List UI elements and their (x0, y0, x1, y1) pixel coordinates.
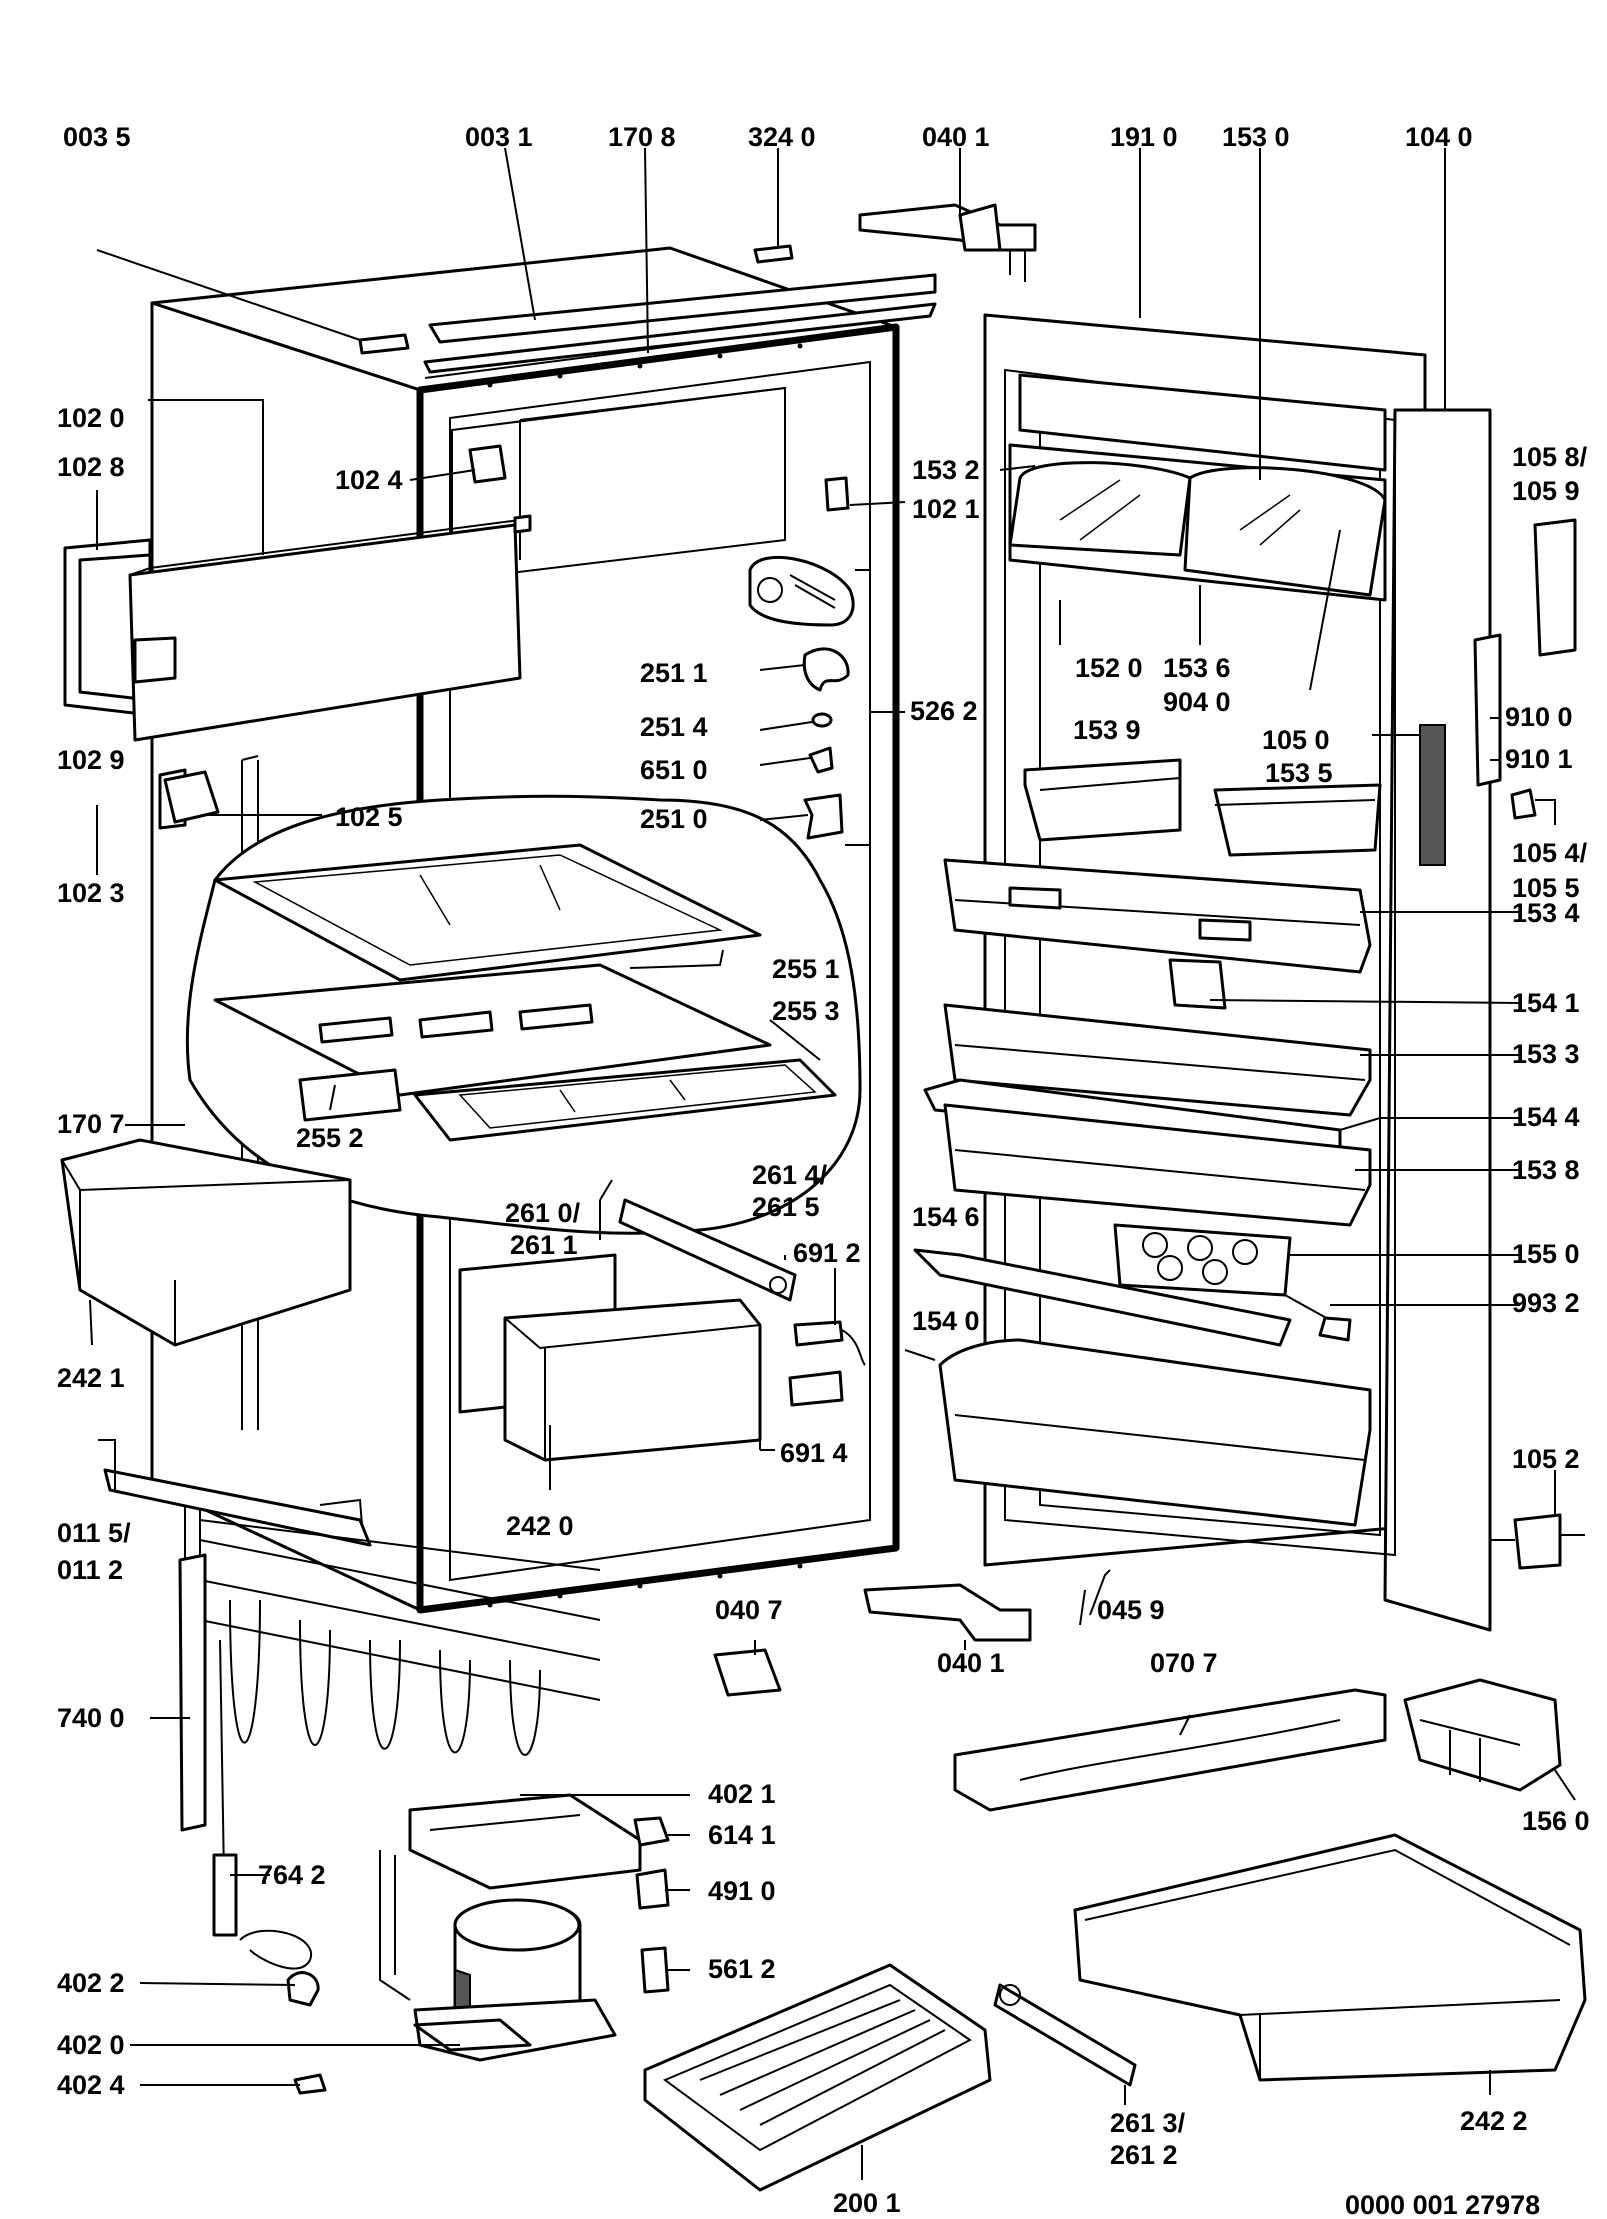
callout-154-6: 154 6 (912, 1202, 980, 1232)
callout-255-3: 255 3 (772, 996, 840, 1026)
callout-040-7: 040 7 (715, 1595, 783, 1625)
callout-170-8: 170 8 (608, 122, 676, 152)
callout-153-8: 153 8 (1512, 1155, 1580, 1185)
callout-910-0: 910 0 (1505, 702, 1573, 732)
callout-764-2: 764 2 (258, 1860, 326, 1890)
callout-491-0: 491 0 (708, 1876, 776, 1906)
callout-011-5: 011 5/ (57, 1518, 131, 1548)
callout-261-2: 261 2 (1110, 2140, 1178, 2170)
callout-153-2: 153 2 (912, 455, 980, 485)
callout-153-3: 153 3 (1512, 1039, 1580, 1069)
callout-102-9: 102 9 (57, 745, 125, 775)
callout-104-0: 104 0 (1405, 122, 1473, 152)
callout-102-1: 102 1 (912, 494, 980, 524)
callout-561-2: 561 2 (708, 1954, 776, 1984)
callout-242-0: 242 0 (506, 1511, 574, 1541)
callout-261-1: 261 1 (510, 1230, 578, 1260)
callout-153-4: 153 4 (1512, 898, 1580, 928)
callout-105-8: 105 8/ (1512, 442, 1588, 472)
top-hinge (858, 203, 1037, 282)
callout-242-1: 242 1 (57, 1363, 125, 1393)
callout-156-0: 156 0 (1522, 1806, 1590, 1836)
callout-651-0: 651 0 (640, 755, 708, 785)
crisper-drawer-left (60, 1138, 352, 1347)
callout-251-4: 251 4 (640, 712, 708, 742)
callout-152-0: 152 0 (1075, 653, 1143, 683)
callout-105-0: 105 0 (1262, 725, 1330, 755)
callout-191-0: 191 0 (1110, 122, 1178, 152)
callout-105-9: 105 9 (1512, 476, 1580, 506)
callout-040-1-top: 040 1 (922, 122, 990, 152)
callout-102-4: 102 4 (335, 465, 403, 495)
callout-691-4: 691 4 (780, 1438, 848, 1468)
callout-251-0: 251 0 (640, 804, 708, 834)
callout-154-4: 154 4 (1512, 1102, 1580, 1132)
callout-242-2: 242 2 (1460, 2106, 1528, 2136)
callout-402-0: 402 0 (57, 2030, 125, 2060)
callout-153-5: 153 5 (1265, 758, 1333, 788)
callout-904-0: 904 0 (1163, 687, 1231, 717)
callout-324-0: 324 0 (748, 122, 816, 152)
callout-740-0: 740 0 (57, 1703, 125, 1733)
callout-261-0: 261 0/ (505, 1198, 581, 1228)
callout-200-1: 200 1 (833, 2188, 901, 2218)
callout-105-4: 105 4/ (1512, 838, 1588, 868)
callout-255-1: 255 1 (772, 954, 840, 984)
callout-261-3: 261 3/ (1110, 2108, 1186, 2138)
top-cover-strips (358, 244, 937, 374)
callout-105-5: 105 5 (1512, 873, 1580, 903)
callout-526-2: 526 2 (910, 696, 978, 726)
callout-003-5: 003 5 (63, 122, 131, 152)
callout-251-1: 251 1 (640, 658, 708, 688)
bottom-parts (178, 1519, 1587, 2192)
bottom-rail (103, 1468, 372, 1547)
callout-614-1: 614 1 (708, 1820, 776, 1850)
callout-255-2: 255 2 (296, 1123, 364, 1153)
document-number: 0000 001 27978 (1345, 2190, 1541, 2219)
callout-402-4: 402 4 (57, 2070, 125, 2100)
callout-040-1-bottom: 040 1 (937, 1648, 1005, 1678)
callout-045-9: 045 9 (1097, 1595, 1165, 1625)
callout-402-2: 402 2 (57, 1968, 125, 1998)
callout-154-0: 154 0 (912, 1306, 980, 1336)
cabinet-interior-parts (458, 444, 871, 1462)
callout-261-4: 261 4/ (752, 1160, 828, 1190)
leader-lines (89, 147, 1576, 2180)
fridge-door (913, 313, 1585, 1632)
callout-993-2: 993 2 (1512, 1288, 1580, 1318)
shelf-cloud-group (185, 794, 862, 1235)
callout-402-1: 402 1 (708, 1779, 776, 1809)
callout-153-6: 153 6 (1163, 653, 1231, 683)
callout-153-0: 153 0 (1222, 122, 1290, 152)
callout-155-0: 155 0 (1512, 1239, 1580, 1269)
callout-003-1: 003 1 (465, 122, 533, 152)
callout-102-0: 102 0 (57, 403, 125, 433)
callout-105-2: 105 2 (1512, 1444, 1580, 1474)
callout-102-3: 102 3 (57, 878, 125, 908)
callout-910-1: 910 1 (1505, 744, 1573, 774)
callout-261-5: 261 5 (752, 1192, 820, 1222)
callout-102-8: 102 8 (57, 452, 125, 482)
callout-170-7: 170 7 (57, 1109, 125, 1139)
callout-154-1: 154 1 (1512, 988, 1580, 1018)
callout-011-2: 011 2 (57, 1555, 124, 1585)
callout-102-5: 102 5 (335, 802, 403, 832)
freezer-door (63, 514, 532, 830)
callout-691-2: 691 2 (793, 1238, 861, 1268)
callout-153-9: 153 9 (1073, 715, 1141, 745)
callout-070-7: 070 7 (1150, 1648, 1218, 1678)
